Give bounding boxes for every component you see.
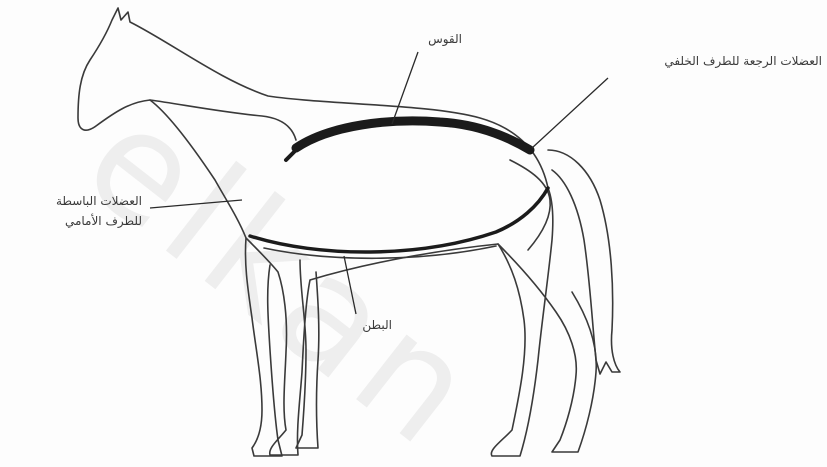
neck-inner-line <box>150 100 296 140</box>
label-fore-muscles-line1: العضلات الباسطة <box>20 192 142 211</box>
leader-hind-muscles <box>532 78 608 148</box>
label-fore-muscles-line2: للطرف الأمامي <box>20 212 142 231</box>
back-muscle-band <box>296 121 530 150</box>
leader-back <box>392 52 418 124</box>
horse-body-outline <box>78 8 553 456</box>
leader-belly <box>344 256 356 314</box>
label-back: القوس <box>380 30 462 49</box>
label-belly: البطن <box>330 316 392 335</box>
belly-muscle-band <box>250 188 548 252</box>
label-hind-muscles: العضلات الرجعة للطرف الخلفي <box>600 52 822 71</box>
foreleg-far <box>296 260 319 448</box>
tail <box>548 150 620 374</box>
